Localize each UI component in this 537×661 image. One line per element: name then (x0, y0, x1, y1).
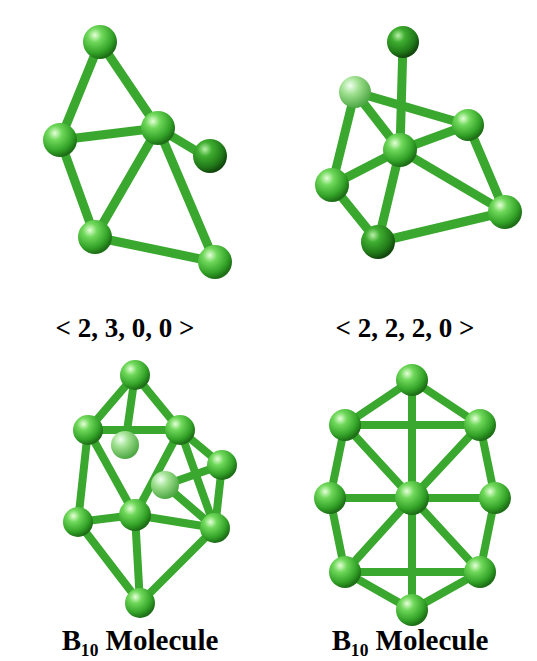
bond-lines (332, 42, 505, 242)
structure-label: B₁₀ Molecule (332, 624, 489, 657)
bond-lines (78, 375, 222, 603)
structure-label: B₁₀ Molecule (62, 624, 219, 657)
structure-label: < 2, 3, 0, 0 > (56, 313, 195, 344)
structure-label: < 2, 2, 2, 0 > (336, 313, 475, 344)
bond-lines (330, 380, 495, 610)
bond-lines (60, 42, 215, 262)
atom-spheres (63, 360, 237, 618)
atom-spheres (314, 364, 511, 626)
atom-spheres (315, 26, 522, 259)
atom-spheres (43, 25, 232, 279)
